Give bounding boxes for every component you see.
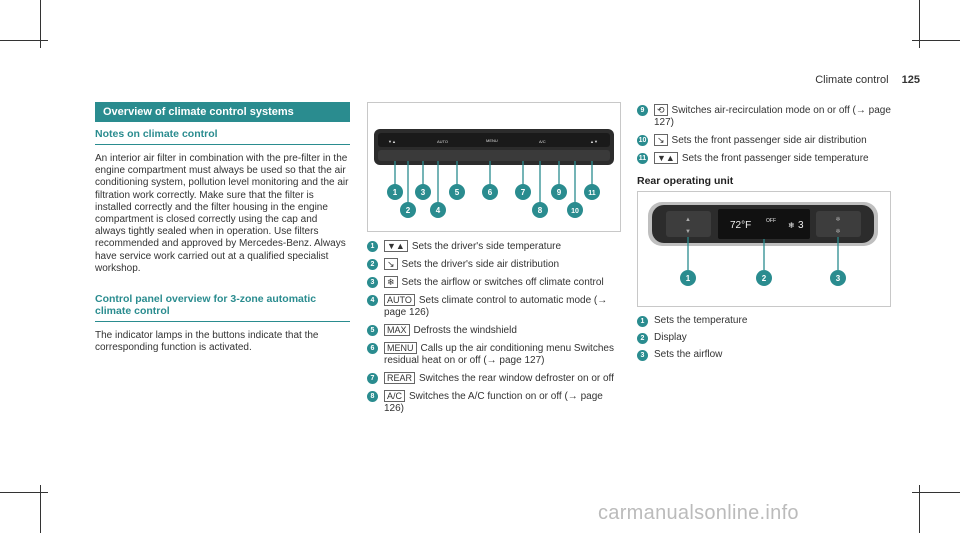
crop-mark [919, 0, 920, 48]
auto-icon: AUTO [384, 294, 415, 306]
crop-mark [40, 0, 41, 48]
crop-mark [919, 485, 920, 533]
menu-icon: MENU [384, 342, 417, 354]
crop-mark [0, 40, 48, 41]
header-title: Climate control [815, 74, 889, 86]
control-panel-figure: ▼▲ AUTO MENU A/C ▲▼ 1 2 3 [367, 102, 621, 232]
svg-text:▲: ▲ [685, 217, 691, 223]
column-middle: ▼▲ AUTO MENU A/C ▲▼ 1 2 3 [367, 102, 622, 415]
label-ac: A/C [539, 139, 546, 144]
svg-text:❄: ❄ [835, 216, 840, 223]
control-panel-illustration: ▼▲ AUTO MENU A/C ▲▼ 1 2 3 [374, 129, 614, 218]
list-item: 3❄Sets the airflow or switches off clima… [367, 276, 622, 289]
subheading-notes: Notes on climate control [95, 128, 350, 145]
rear-unit-figure: ▲ ▼ ❄ ❄ 72°F OFF ❄ 3 1 2 3 [637, 191, 891, 307]
column-right: 9⟲Switches air-recirculation mode on or … [637, 102, 892, 361]
legend-list-front: 1▼▲Sets the driver's side temperature 2↘… [367, 240, 622, 415]
defrost-icon: MAX [384, 324, 410, 336]
callout-6: 6 [488, 188, 493, 197]
callout-1: 1 [393, 188, 398, 197]
crop-mark [40, 485, 41, 533]
recirculation-icon: ⟲ [654, 104, 668, 116]
column-left: Overview of climate control systems Note… [95, 102, 350, 354]
display-off: OFF [766, 218, 776, 224]
callout-9: 9 [557, 188, 562, 197]
list-item: 2↘Sets the driver's side air distributio… [367, 258, 622, 271]
air-distribution-icon: ↘ [384, 258, 398, 270]
svg-text:❄: ❄ [788, 221, 795, 230]
paragraph-indicator: The indicator lamps in the buttons indic… [95, 330, 319, 354]
svg-text:▼▲: ▼▲ [388, 139, 396, 144]
rear-callout-3: 3 [836, 274, 841, 283]
rear-defrost-icon: REAR [384, 372, 416, 384]
page-number: 125 [901, 74, 920, 86]
list-item: 10↘Sets the front passenger side air dis… [637, 134, 867, 146]
rear-unit-title: Rear operating unit [637, 175, 734, 187]
rear-callout-2: 2 [762, 274, 767, 283]
airflow-icon: ❄ [384, 276, 398, 288]
paragraph-filter: An interior air filter in combination wi… [95, 153, 349, 274]
subheading-control-panel: Control panel overview for 3-zone automa… [95, 293, 350, 323]
callout-3: 3 [421, 188, 426, 197]
temperature-icon: ▼▲ [654, 152, 678, 164]
callout-8: 8 [538, 206, 543, 215]
display-temperature: 72°F [730, 220, 751, 231]
display-fan-level: 3 [798, 220, 804, 231]
section-title: Overview of climate control systems [95, 102, 350, 122]
svg-text:▼: ▼ [685, 229, 691, 235]
page-header: Climate control 125 [815, 74, 920, 86]
crop-mark [0, 492, 48, 493]
label-auto: AUTO [437, 139, 448, 144]
callout-10: 10 [571, 208, 579, 215]
air-distribution-icon: ↘ [654, 134, 668, 146]
list-item: 1▼▲Sets the driver's side temperature [367, 240, 622, 253]
crop-mark [912, 492, 960, 493]
rear-unit-illustration: ▲ ▼ ❄ ❄ 72°F OFF ❄ 3 1 2 3 [648, 202, 878, 286]
callout-2: 2 [406, 206, 411, 215]
callout-5: 5 [455, 188, 460, 197]
watermark: carmanualsonline.info [598, 502, 799, 524]
list-item: 9⟲Switches air-recirculation mode on or … [637, 104, 892, 129]
callout-4: 4 [436, 206, 441, 215]
rear-callout-1: 1 [686, 274, 691, 283]
callout-7: 7 [521, 188, 526, 197]
svg-text:❄: ❄ [835, 228, 840, 235]
list-item: 11▼▲Sets the front passenger side temper… [637, 152, 869, 164]
label-menu: MENU [486, 138, 498, 143]
crop-mark [912, 40, 960, 41]
callout-11: 11 [588, 190, 596, 197]
svg-text:▲▼: ▲▼ [590, 139, 598, 144]
ac-icon: A/C [384, 390, 406, 402]
temperature-icon: ▼▲ [384, 240, 408, 252]
